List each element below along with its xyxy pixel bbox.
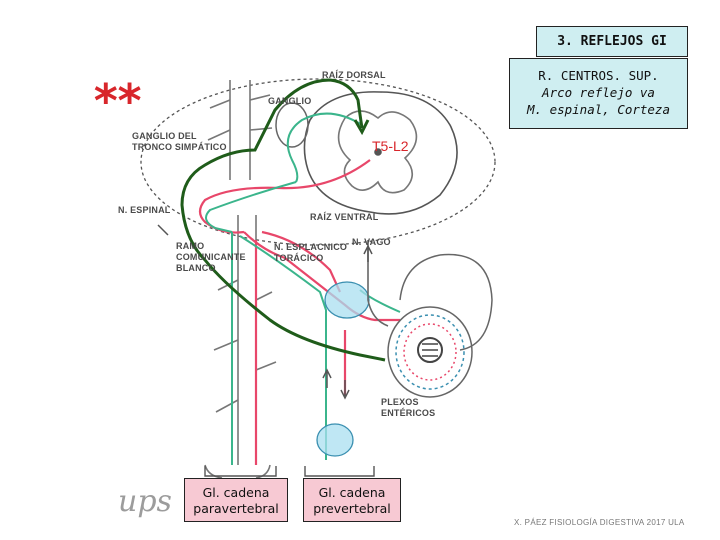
footer-credit: X. PÁEZ FISIOLOGÍA DIGESTIVA 2017 ULA xyxy=(514,518,685,527)
segment-label: T5-L2 xyxy=(372,138,409,154)
centros-superiores-box: R. CENTROS. SUP. Arco reflejo va M. espi… xyxy=(509,58,688,129)
label-esplacnico: N. ESPLACNICO TORÁCICO xyxy=(274,242,347,264)
label-nervio-espinal: N. ESPINAL xyxy=(118,205,171,215)
centros-line-3: M. espinal, Corteza xyxy=(527,102,670,117)
reflex-arc-path xyxy=(180,78,386,362)
gut-section xyxy=(387,253,493,398)
label-ganglio-tronco-line2: TRONCO SIMPÁTICO xyxy=(132,142,227,152)
label-ramo-comunicante: RAMO COMUNICANTE BLANCO xyxy=(176,241,246,274)
vagus-nerve xyxy=(367,240,389,327)
prevertebral-line1: Gl. cadena xyxy=(318,485,386,500)
slide-title: 3. REFLEJOS GI xyxy=(536,26,688,57)
label-plexos: PLEXOS ENTÉRICOS xyxy=(381,397,435,419)
label-raiz-ventral: RAÍZ VENTRAL xyxy=(310,212,379,222)
box-brackets xyxy=(204,466,375,477)
label-ramo-line2: COMUNICANTE xyxy=(176,252,246,262)
label-ganglio: GANGLIO xyxy=(268,96,312,106)
label-ganglio-tronco-line1: GANGLIO DEL xyxy=(132,131,197,141)
paravertebral-line1: Gl. cadena xyxy=(202,485,270,500)
prevertebral-ganglia xyxy=(316,281,370,457)
prevertebral-box: Gl. cadena prevertebral xyxy=(303,478,401,522)
flow-arrows xyxy=(157,224,373,400)
afferent-pathway xyxy=(205,112,401,465)
label-esplacnico-line2: TORÁCICO xyxy=(274,253,324,263)
centros-line-2: Arco reflejo va xyxy=(542,85,655,100)
paravertebral-line2: paravertebral xyxy=(193,501,279,516)
dorsal-root-ganglion xyxy=(275,102,309,148)
label-ramo-line1: RAMO xyxy=(176,241,205,251)
label-esplacnico-line1: N. ESPLACNICO xyxy=(274,242,348,252)
prevertebral-line2: prevertebral xyxy=(313,501,391,516)
spinal-level-dotted-circle xyxy=(140,78,496,246)
spinal-cord-section xyxy=(303,91,458,215)
double-asterisk-marker: ** xyxy=(92,74,143,128)
label-raiz-dorsal: RAÍZ DORSAL xyxy=(322,70,386,80)
paravertebral-box: Gl. cadena paravertebral xyxy=(184,478,288,522)
label-vago: N. VAGO xyxy=(352,237,391,247)
label-plexos-line2: ENTÉRICOS xyxy=(381,408,436,418)
centros-line-1: R. CENTROS. SUP. xyxy=(538,68,659,83)
label-plexos-line1: PLEXOS xyxy=(381,397,419,407)
label-ramo-line3: BLANCO xyxy=(176,263,216,273)
author-signature: ups xyxy=(118,484,172,519)
label-ganglio-tronco: GANGLIO DEL TRONCO SIMPÁTICO xyxy=(132,131,227,153)
reflex-arc-arrow xyxy=(353,119,370,136)
sympathetic-efferent-pathway xyxy=(198,159,400,465)
